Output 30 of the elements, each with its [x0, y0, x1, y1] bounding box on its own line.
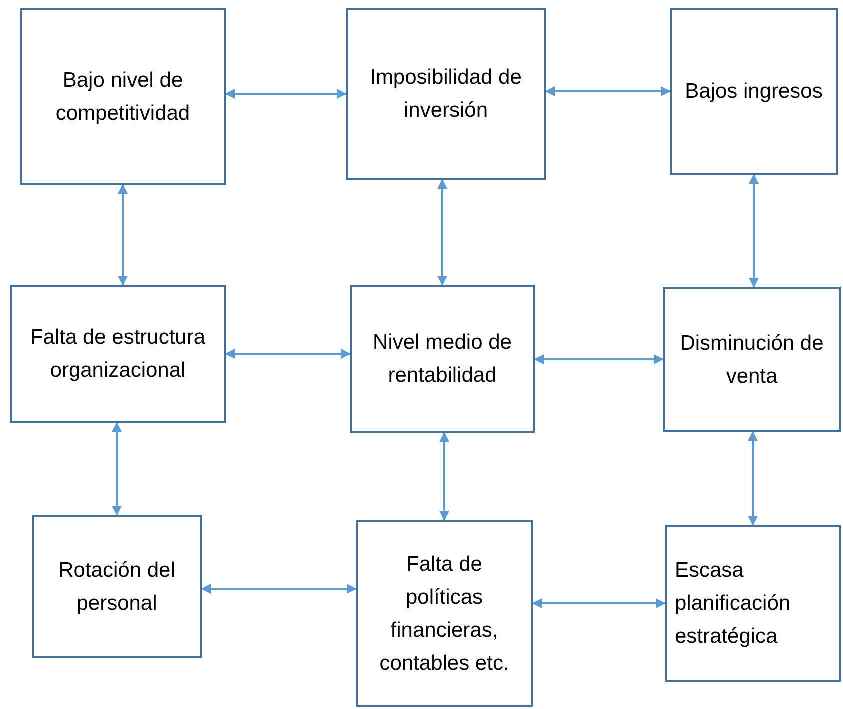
process-box [356, 520, 533, 707]
process-box [663, 287, 841, 432]
double-arrow [532, 598, 666, 608]
process-box [10, 285, 226, 423]
process-box [670, 8, 838, 175]
double-arrow [225, 89, 347, 99]
double-arrow [534, 354, 664, 364]
double-arrow [438, 179, 448, 286]
double-arrow [201, 584, 357, 594]
box-text: Falta de estructura organizacional [29, 325, 207, 384]
box-text: Bajos ingresos [685, 79, 823, 105]
process-box [665, 525, 841, 682]
process-box [346, 8, 546, 180]
box-text: Rotación del personal [58, 558, 176, 616]
double-arrow [748, 431, 758, 526]
double-arrow [440, 432, 450, 521]
double-arrow [112, 422, 122, 516]
box-text: Bajo nivel de competitividad [54, 68, 192, 126]
box-text: Disminución de venta [679, 330, 825, 390]
box-text: Nivel medio de rentabilidad [372, 330, 513, 389]
double-arrow [118, 184, 128, 286]
box-text: Imposibilidad de inversión [369, 65, 523, 124]
double-arrow [225, 349, 351, 359]
box-text: Escasa planificación estratégica [675, 558, 792, 650]
process-box [20, 8, 226, 185]
double-arrow [749, 174, 759, 288]
process-box [32, 515, 202, 658]
process-box [350, 285, 535, 433]
double-arrow [545, 86, 671, 96]
box-text: Falta de políticas financieras, contables etc. [378, 552, 510, 676]
